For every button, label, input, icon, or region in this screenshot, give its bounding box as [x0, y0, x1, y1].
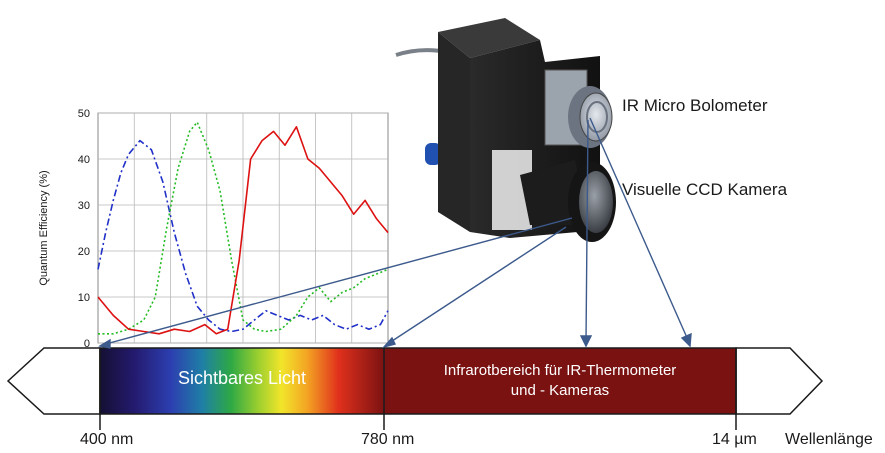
series-line-dotted: [98, 121, 389, 335]
infrared-band: [384, 348, 736, 414]
arrowhead-ir-band-end: [680, 332, 692, 348]
arrowhead-400nm: [98, 338, 111, 349]
y-tick-label: 0: [84, 338, 90, 350]
y-tick-label: 10: [78, 292, 90, 304]
infrared-label-line1: Infrarotbereich für IR-Thermometer: [443, 362, 677, 379]
wavelength-axis-label: Wellenlänge: [785, 431, 873, 448]
ccd-camera-label: Visuelle CCD Kamera: [622, 180, 788, 199]
tick-label-14um: 14 µm: [712, 431, 757, 448]
pointer-lines: [98, 117, 692, 349]
y-tick-label: 50: [78, 108, 90, 120]
tick-label-780nm: 780 nm: [361, 431, 415, 448]
spectrum-bar: [6, 347, 824, 430]
arrowhead-780nm: [381, 336, 397, 349]
infrared-label-line2: und - Kameras: [510, 382, 610, 399]
series-line-dashdot: [97, 139, 389, 333]
quantum-efficiency-chart: 0 10 20 30 40 50 Quantum Efficiency (%): [38, 108, 389, 350]
tick-label-400nm: 400 nm: [80, 431, 134, 448]
pointer-ccd-to-400nm: [101, 217, 573, 346]
camera-device: [395, 18, 616, 242]
spectrum-right-arrow: [735, 347, 824, 415]
pointer-ir-to-band-start: [585, 119, 589, 342]
spectrum-left-arrow: [6, 347, 101, 415]
ir-bolometer-label: IR Micro Bolometer: [622, 96, 768, 115]
y-axis-ticks: 0 10 20 30 40 50: [78, 108, 90, 350]
ccd-lens-glass: [579, 171, 613, 233]
y-tick-label: 30: [78, 200, 90, 212]
camera-left-face: [438, 32, 470, 232]
infrared-label: Infrarotbereich für IR-Thermometer und -…: [384, 361, 736, 401]
ir-lens-ring: [586, 101, 608, 133]
y-axis-label: Quantum Efficiency (%): [38, 170, 50, 285]
camera-connector: [425, 143, 441, 165]
y-tick-label: 20: [78, 246, 90, 258]
pointer-ccd-to-780nm: [385, 226, 567, 346]
chart-series: [97, 121, 389, 335]
arrowhead-ir-band: [579, 335, 593, 348]
series-line-solid: [97, 126, 389, 335]
pointer-ir-to-band-end: [589, 117, 689, 341]
camera-top-face: [438, 18, 540, 58]
y-tick-label: 40: [78, 154, 90, 166]
visible-light-label: Sichtbares Licht: [177, 368, 307, 388]
visible-light-band: [100, 348, 384, 414]
